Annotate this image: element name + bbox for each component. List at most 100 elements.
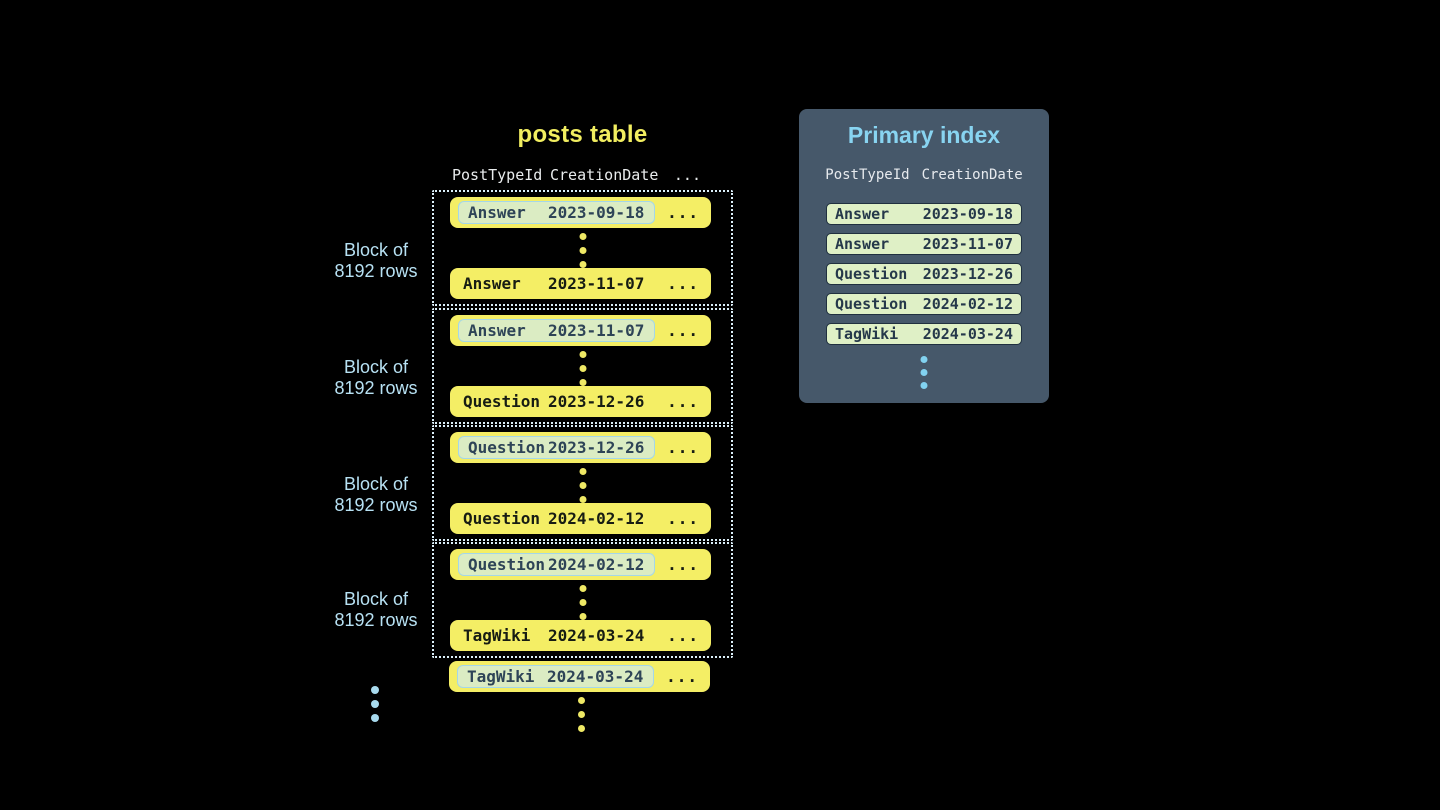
block-label-line: 8192 rows — [334, 610, 418, 630]
cell-posttypeid: Question — [468, 555, 546, 574]
dot — [920, 356, 928, 363]
dot — [579, 496, 586, 503]
dot — [579, 585, 586, 592]
cell-creationdate: 2023-11-07 — [922, 235, 1013, 253]
index-mark-pill: Question 2024-02-12 — [458, 553, 655, 576]
cell-ellipsis: ... — [667, 555, 699, 574]
vertical-ellipsis-dots — [579, 585, 586, 620]
index-mark-pill: Answer 2023-09-18 — [458, 201, 655, 224]
vertical-ellipsis-dots — [579, 233, 586, 268]
cell-creationdate: 2024-02-12 — [548, 555, 645, 574]
block-label: Block of 8192 rows — [296, 357, 456, 399]
dot — [578, 725, 585, 732]
block-label-line: Block of — [343, 589, 409, 609]
cell-posttypeid: Question — [835, 265, 908, 283]
cell-posttypeid: Question — [463, 509, 541, 528]
cell-ellipsis: ... — [667, 626, 699, 645]
cell-creationdate: 2023-12-26 — [548, 392, 645, 411]
dot — [579, 247, 586, 254]
index-mark-pill: Question 2023-12-26 — [458, 436, 655, 459]
block-label-line: 8192 rows — [334, 495, 418, 515]
column-header-creationdate: CreationDate — [921, 167, 1023, 183]
column-header-posttypeid: PostTypeId — [452, 166, 543, 184]
cell-posttypeid: Question — [463, 392, 541, 411]
vertical-ellipsis-dots — [579, 351, 586, 386]
cell-ellipsis: ... — [667, 321, 699, 340]
dot — [371, 700, 379, 708]
index-entry: Answer 2023-09-18 — [826, 203, 1022, 225]
primary-index-panel: Primary index PostTypeId CreationDate An… — [799, 109, 1049, 403]
block-3: Question 2023-12-26 ... Question 2024-02… — [432, 425, 733, 541]
index-continues-ellipsis-dots — [920, 356, 928, 389]
cell-creationdate: 2024-02-12 — [922, 295, 1013, 313]
table-row: Answer 2023-11-07 ... — [450, 268, 711, 299]
posts-table-title: posts table — [517, 121, 648, 148]
dot — [579, 613, 586, 620]
cell-posttypeid: TagWiki — [467, 667, 535, 686]
cell-creationdate: 2023-12-26 — [922, 265, 1013, 283]
index-entry: Question 2024-02-12 — [826, 293, 1022, 315]
cell-posttypeid: Answer — [463, 274, 521, 293]
table-row: Question 2023-12-26 ... — [450, 386, 711, 417]
index-entry: Answer 2023-11-07 — [826, 233, 1022, 255]
table-row: TagWiki 2024-03-24 ... — [450, 620, 711, 651]
cell-creationdate: 2024-03-24 — [922, 325, 1013, 343]
block-label-line: Block of — [343, 240, 409, 260]
cell-posttypeid: Answer — [835, 235, 890, 253]
dot — [579, 351, 586, 358]
index-mark-pill: TagWiki 2024-03-24 — [457, 665, 654, 688]
cell-ellipsis: ... — [667, 509, 699, 528]
table-row: Answer 2023-11-07 ... — [450, 315, 711, 346]
cell-posttypeid: TagWiki — [835, 325, 899, 343]
dot — [579, 468, 586, 475]
cell-creationdate: 2024-03-24 — [547, 667, 644, 686]
column-header-creationdate: CreationDate — [550, 166, 659, 184]
cell-creationdate: 2024-03-24 — [548, 626, 645, 645]
cell-creationdate: 2024-02-12 — [548, 509, 645, 528]
index-entry: Question 2023-12-26 — [826, 263, 1022, 285]
block-label-line: 8192 rows — [334, 378, 418, 398]
dot — [371, 686, 379, 694]
block-1: Answer 2023-09-18 ... Answer 2023-11-07 … — [432, 190, 733, 306]
table-row: Question 2024-02-12 ... — [450, 503, 711, 534]
cell-creationdate: 2023-11-07 — [548, 321, 645, 340]
cell-ellipsis: ... — [667, 274, 699, 293]
block-label: Block of 8192 rows — [296, 589, 456, 631]
block-label-line: Block of — [343, 357, 409, 377]
block-label-line: 8192 rows — [334, 261, 418, 281]
cell-posttypeid: Answer — [835, 205, 890, 223]
posts-table-column-headers: PostTypeId CreationDate ... — [452, 166, 713, 184]
block-4: Question 2024-02-12 ... TagWiki 2024-03-… — [432, 542, 733, 658]
index-mark-pill: Answer 2023-11-07 — [458, 319, 655, 342]
cell-posttypeid: Answer — [468, 321, 526, 340]
cell-ellipsis: ... — [666, 667, 698, 686]
dot — [579, 379, 586, 386]
dot — [579, 365, 586, 372]
table-continues-ellipsis-dots — [578, 697, 585, 732]
cell-ellipsis: ... — [667, 392, 699, 411]
cell-posttypeid: Answer — [468, 203, 526, 222]
dot — [579, 261, 586, 268]
table-row-overflow: TagWiki 2024-03-24 ... — [449, 661, 710, 692]
block-label: Block of 8192 rows — [296, 240, 456, 282]
column-header-ellipsis: ... — [673, 166, 701, 184]
dot — [578, 711, 585, 718]
dot — [920, 382, 928, 389]
cell-ellipsis: ... — [667, 203, 699, 222]
index-entry: TagWiki 2024-03-24 — [826, 323, 1022, 345]
dot — [371, 714, 379, 722]
dot — [579, 599, 586, 606]
table-row: Answer 2023-09-18 ... — [450, 197, 711, 228]
block-2: Answer 2023-11-07 ... Question 2023-12-2… — [432, 308, 733, 424]
cell-creationdate: 2023-12-26 — [548, 438, 645, 457]
dot — [579, 233, 586, 240]
table-row: Question 2023-12-26 ... — [450, 432, 711, 463]
table-row: Question 2024-02-12 ... — [450, 549, 711, 580]
primary-index-title: Primary index — [847, 122, 1001, 148]
blocks-continue-ellipsis-dots — [371, 686, 379, 722]
dot — [579, 482, 586, 489]
dot — [578, 697, 585, 704]
block-label: Block of 8192 rows — [296, 474, 456, 516]
column-header-posttypeid: PostTypeId — [825, 167, 910, 183]
